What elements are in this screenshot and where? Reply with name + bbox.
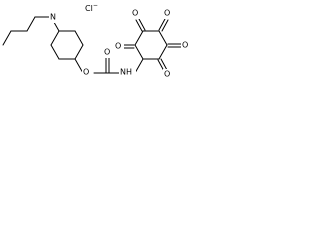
carbamate-nh-label: NH xyxy=(120,68,132,77)
ring-bond-c5-c6 xyxy=(74,44,84,60)
ring-bond-c3-c4 xyxy=(50,44,60,60)
ring-bond-c2-c3 xyxy=(50,30,60,46)
bond-lines xyxy=(2,16,182,74)
ring-oxo-oxygen-1-label: O xyxy=(115,42,121,51)
oxo2-double-a xyxy=(135,19,143,32)
oxo3-double-a xyxy=(158,18,166,31)
c4-o-bond xyxy=(74,58,84,74)
chloride-charge: − xyxy=(93,2,98,9)
oxo3-double-b xyxy=(161,19,169,32)
oxo2-double-b xyxy=(138,18,146,31)
ring-bond-c6-n xyxy=(74,30,84,46)
cyclo-bond-1 xyxy=(134,44,144,60)
chemical-structure: N O O NH O O O O O Cl− xyxy=(2,2,191,80)
cyclo-bond-4 xyxy=(158,30,168,46)
ring-oxo-oxygen-4-label: O xyxy=(182,41,188,50)
chloride-symbol: Cl xyxy=(85,4,93,13)
ring-oxo-oxygen-3-label: O xyxy=(164,9,170,18)
ring-oxo-oxygen-2-label: O xyxy=(132,9,138,18)
chloride-ion-label: Cl− xyxy=(85,2,98,13)
carbamate-ester-oxygen-label: O xyxy=(83,68,89,77)
oxo5-double-b xyxy=(160,58,168,71)
atom-labels: N O O NH O O O O O Cl− xyxy=(49,2,191,80)
butyl-bond-1 xyxy=(2,30,12,46)
n-ring-bond xyxy=(134,58,144,74)
carbamate-carbonyl-oxygen-label: O xyxy=(104,48,110,57)
butyl-bond-3 xyxy=(26,16,36,32)
ring-oxo-oxygen-5-label: O xyxy=(164,70,170,79)
cyclo-bond-5 xyxy=(158,44,168,60)
piperidine-nitrogen-label: N xyxy=(50,13,56,22)
cyclo-bond-2 xyxy=(134,30,144,46)
